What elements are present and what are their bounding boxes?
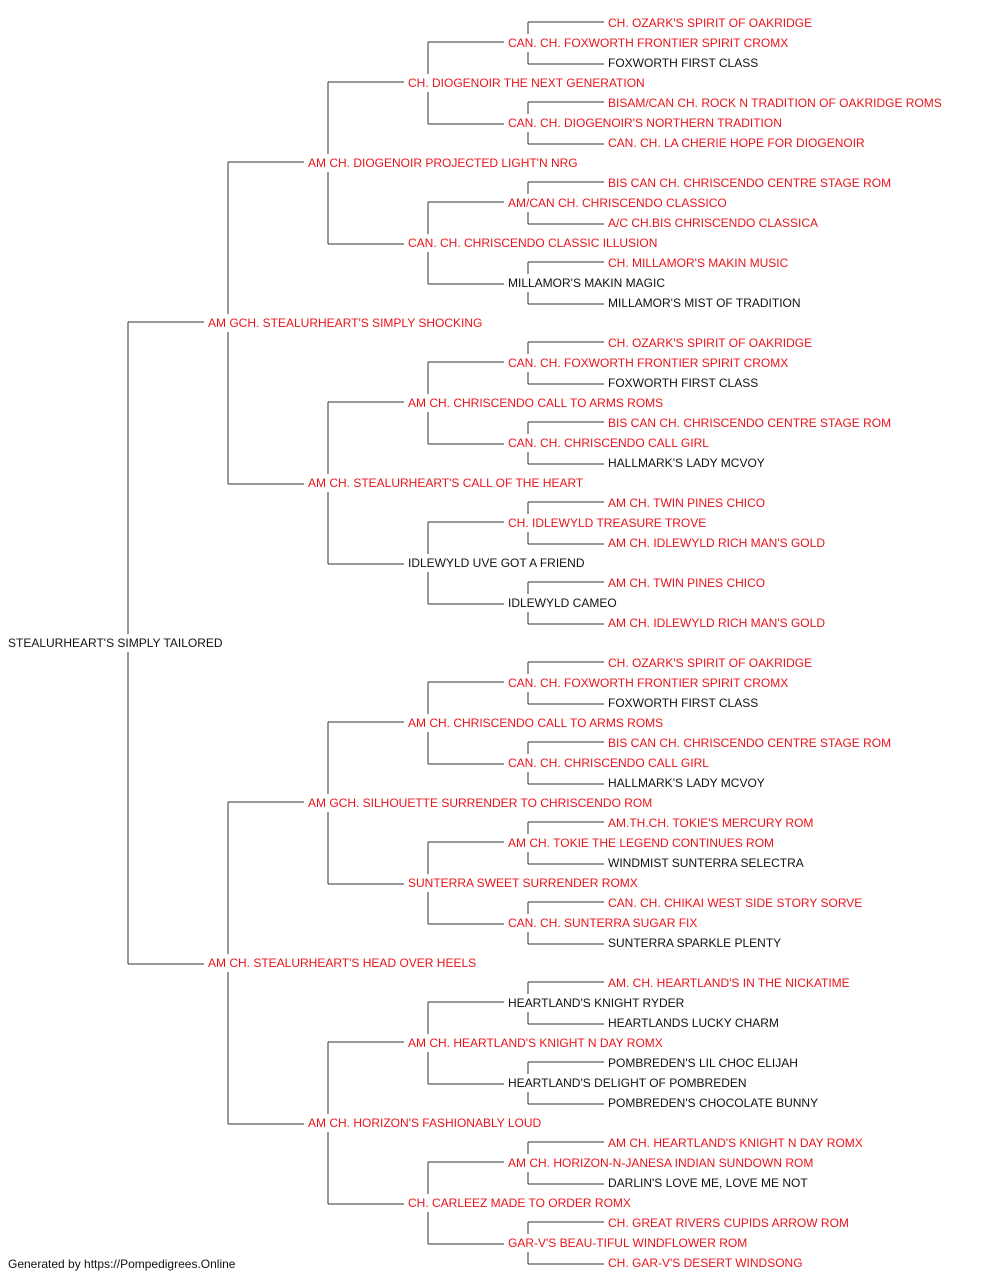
dog-name-gen1: AM GCH. STEALURHEART'S SIMPLY SHOCKING — [208, 316, 483, 330]
dog-name-gen5: CH. OZARK'S SPIRIT OF OAKRIDGE — [608, 656, 813, 670]
dog-name-gen5: CH. OZARK'S SPIRIT OF OAKRIDGE — [608, 16, 813, 30]
dog-name-gen5: AM.TH.CH. TOKIE'S MERCURY ROM — [608, 816, 814, 830]
dog-name-gen2: AM CH. DIOGENOIR PROJECTED LIGHT'N NRG — [308, 156, 578, 170]
dog-name-gen1: AM CH. STEALURHEART'S HEAD OVER HEELS — [208, 956, 477, 970]
dog-name-gen3: CAN. CH. CHRISCENDO CLASSIC ILLUSION — [408, 236, 658, 250]
dog-name-gen5: BIS CAN CH. CHRISCENDO CENTRE STAGE ROM — [608, 736, 892, 750]
dog-name-gen5: CH. GREAT RIVERS CUPIDS ARROW ROM — [608, 1216, 849, 1230]
dog-name-gen5: MILLAMOR'S MIST OF TRADITION — [608, 296, 801, 310]
dog-name-gen5: HALLMARK'S LADY MCVOY — [608, 456, 765, 470]
dog-name-gen5: CAN. CH. CHIKAI WEST SIDE STORY SORVE — [608, 896, 863, 910]
dog-name-gen5: HALLMARK'S LADY MCVOY — [608, 776, 765, 790]
dog-name-gen5: AM CH. HEARTLAND'S KNIGHT N DAY ROMX — [608, 1136, 863, 1150]
dog-name-gen5: POMBREDEN'S LIL CHOC ELIJAH — [608, 1056, 798, 1070]
dog-name-gen4: HEARTLAND'S KNIGHT RYDER — [508, 996, 685, 1010]
dog-name-gen5: FOXWORTH FIRST CLASS — [608, 56, 759, 70]
dog-name-gen5: CH. GAR-V'S DESERT WINDSONG — [608, 1256, 803, 1270]
dog-name-gen2: AM GCH. SILHOUETTE SURRENDER TO CHRISCEN… — [308, 796, 653, 810]
dog-name-gen4: CH. IDLEWYLD TREASURE TROVE — [508, 516, 707, 530]
dog-name-gen5: HEARTLANDS LUCKY CHARM — [608, 1016, 779, 1030]
dog-name-gen3: AM CH. CHRISCENDO CALL TO ARMS ROMS — [408, 396, 664, 410]
dog-name-gen4: AM/CAN CH. CHRISCENDO CLASSICO — [508, 196, 727, 210]
dog-name-gen5: WINDMIST SUNTERRA SELECTRA — [608, 856, 804, 870]
dog-name-gen4: GAR-V'S BEAU-TIFUL WINDFLOWER ROM — [508, 1236, 748, 1250]
dog-name-gen3: SUNTERRA SWEET SURRENDER ROMX — [408, 876, 638, 890]
dog-name-gen4: CAN. CH. FOXWORTH FRONTIER SPIRIT CROMX — [508, 676, 789, 690]
dog-name-gen5: CH. MILLAMOR'S MAKIN MUSIC — [608, 256, 789, 270]
dog-name-gen5: AM CH. IDLEWYLD RICH MAN'S GOLD — [608, 536, 825, 550]
dog-name-gen4: HEARTLAND'S DELIGHT OF POMBREDEN — [508, 1076, 747, 1090]
dog-name-gen4: CAN. CH. SUNTERRA SUGAR FIX — [508, 916, 698, 930]
dog-name-gen5: AM CH. IDLEWYLD RICH MAN'S GOLD — [608, 616, 825, 630]
dog-name-gen5: FOXWORTH FIRST CLASS — [608, 696, 759, 710]
dog-name-gen2: AM CH. HORIZON'S FASHIONABLY LOUD — [308, 1116, 542, 1130]
dog-name-gen5: POMBREDEN'S CHOCOLATE BUNNY — [608, 1096, 819, 1110]
dog-name-gen5: A/C CH.BIS CHRISCENDO CLASSICA — [608, 216, 819, 230]
dog-name-gen5: FOXWORTH FIRST CLASS — [608, 376, 759, 390]
dog-name-gen5: BIS CAN CH. CHRISCENDO CENTRE STAGE ROM — [608, 176, 892, 190]
generated-by-footer: Generated by https://Pompedigrees.Online — [8, 1257, 236, 1271]
dog-name-gen5: BIS CAN CH. CHRISCENDO CENTRE STAGE ROM — [608, 416, 892, 430]
dog-name-gen4: CAN. CH. FOXWORTH FRONTIER SPIRIT CROMX — [508, 356, 789, 370]
dog-name-gen0: STEALURHEART'S SIMPLY TAILORED — [8, 636, 223, 650]
dog-name-gen4: CAN. CH. FOXWORTH FRONTIER SPIRIT CROMX — [508, 36, 789, 50]
dog-name-gen5: AM. CH. HEARTLAND'S IN THE NICKATIME — [608, 976, 850, 990]
dog-name-gen3: IDLEWYLD UVE GOT A FRIEND — [408, 556, 585, 570]
dog-name-gen5: BISAM/CAN CH. ROCK N TRADITION OF OAKRID… — [608, 96, 942, 110]
dog-name-gen5: SUNTERRA SPARKLE PLENTY — [608, 936, 782, 950]
dog-name-gen2: AM CH. STEALURHEART'S CALL OF THE HEART — [308, 476, 584, 490]
dog-name-gen4: CAN. CH. DIOGENOIR'S NORTHERN TRADITION — [508, 116, 782, 130]
dog-name-gen5: AM CH. TWIN PINES CHICO — [608, 496, 766, 510]
dog-name-gen5: DARLIN'S LOVE ME, LOVE ME NOT — [608, 1176, 808, 1190]
dog-name-gen4: CAN. CH. CHRISCENDO CALL GIRL — [508, 756, 709, 770]
dog-name-gen4: CAN. CH. CHRISCENDO CALL GIRL — [508, 436, 709, 450]
dog-name-gen3: AM CH. CHRISCENDO CALL TO ARMS ROMS — [408, 716, 664, 730]
dog-name-gen3: CH. DIOGENOIR THE NEXT GENERATION — [408, 76, 645, 90]
dog-name-gen4: AM CH. HORIZON-N-JANESA INDIAN SUNDOWN R… — [508, 1156, 814, 1170]
dog-name-gen3: AM CH. HEARTLAND'S KNIGHT N DAY ROMX — [408, 1036, 663, 1050]
dog-name-gen3: CH. CARLEEZ MADE TO ORDER ROMX — [408, 1196, 631, 1210]
dog-name-gen5: AM CH. TWIN PINES CHICO — [608, 576, 766, 590]
dog-name-gen4: IDLEWYLD CAMEO — [508, 596, 617, 610]
dog-name-gen5: CH. OZARK'S SPIRIT OF OAKRIDGE — [608, 336, 813, 350]
dog-name-gen4: MILLAMOR'S MAKIN MAGIC — [508, 276, 665, 290]
dog-name-gen5: CAN. CH. LA CHERIE HOPE FOR DIOGENOIR — [608, 136, 865, 150]
dog-name-gen4: AM CH. TOKIE THE LEGEND CONTINUES ROM — [508, 836, 775, 850]
